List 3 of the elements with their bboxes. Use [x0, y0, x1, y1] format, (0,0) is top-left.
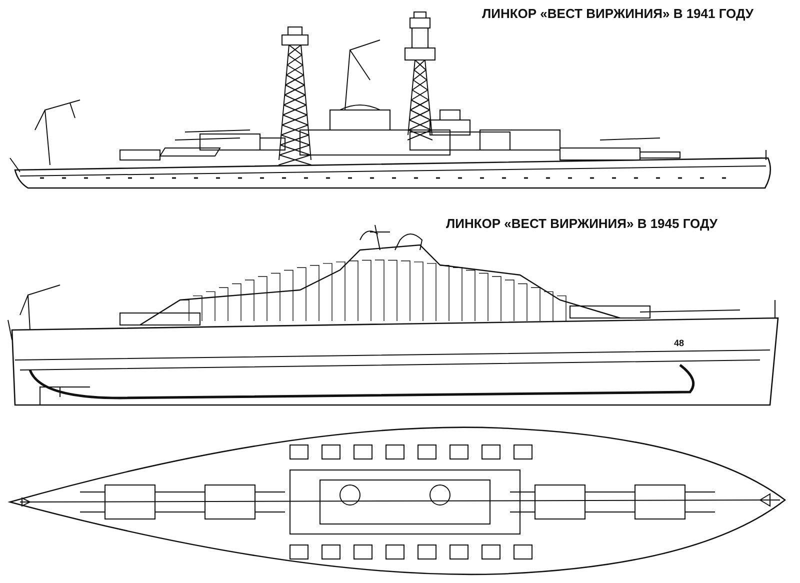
hull-number: 48: [674, 338, 684, 348]
view-heading: ЛИНКОР «ВЕСТ ВИРЖИНИЯ» В 1945 ГОДУ: [446, 216, 718, 231]
view-heading: ЛИНКОР «ВЕСТ ВИРЖИНИЯ» В 1941 ГОДУ: [482, 6, 754, 21]
